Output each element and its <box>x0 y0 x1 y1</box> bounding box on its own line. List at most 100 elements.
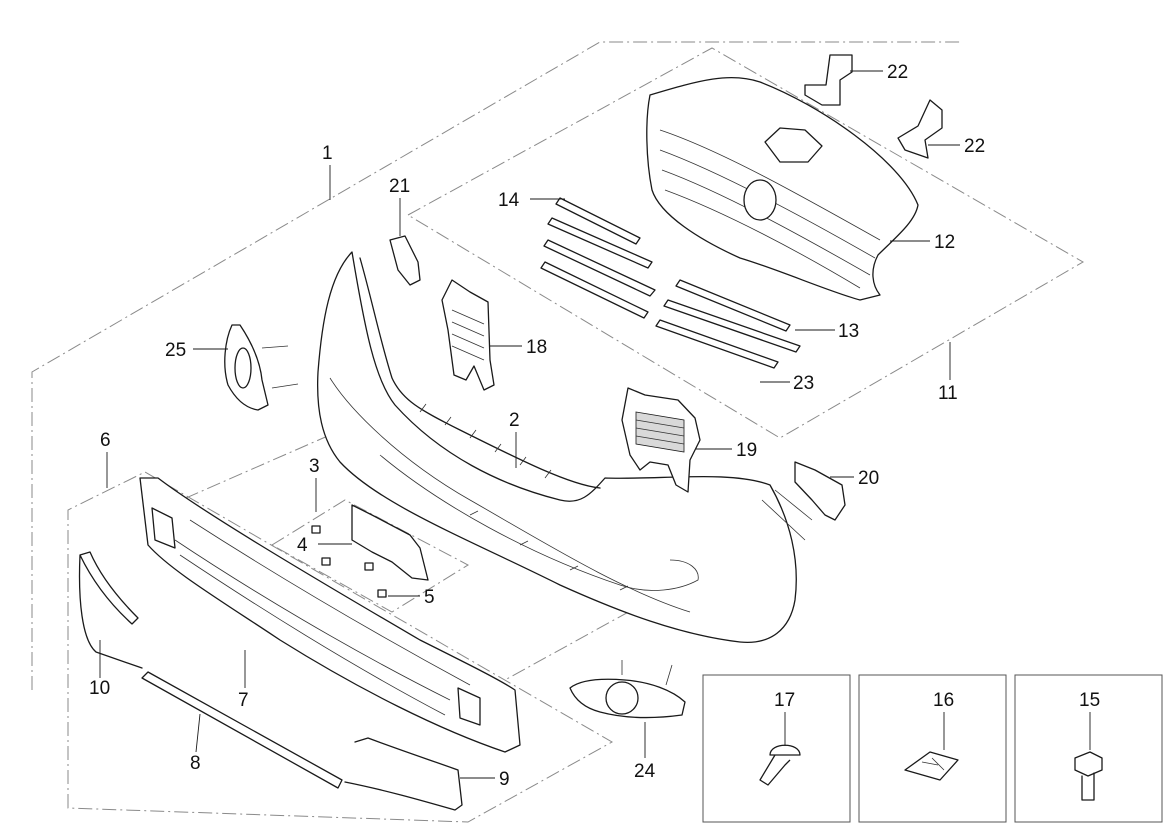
callout-4: 4 <box>297 535 308 556</box>
bracket-19 <box>621 387 701 493</box>
inset-box-16 <box>858 674 1007 823</box>
trim-strip-14-d <box>540 261 649 319</box>
bracket-20 <box>794 461 846 521</box>
lower-grille-outline <box>139 477 521 753</box>
fog-lamp-bezel-25-screws <box>261 345 299 389</box>
side-trim-9 <box>344 737 463 811</box>
group-6-outline <box>67 471 614 823</box>
callout-22b: 22 <box>964 136 985 157</box>
inset-box-15 <box>1014 674 1163 823</box>
bracket-22-right-shape <box>897 99 943 159</box>
lower-grille-side-opening <box>457 687 481 726</box>
side-trim-9-shape <box>344 737 463 811</box>
callout-6: 6 <box>100 430 111 451</box>
callout-22a: 22 <box>887 62 908 83</box>
callout-7: 7 <box>238 690 249 711</box>
callout-14: 14 <box>498 190 520 211</box>
bracket-22-top <box>804 54 853 106</box>
upper-grille-mesh-4 <box>664 189 861 289</box>
bumper-cover-clips <box>419 403 629 591</box>
fog-lamp-bezel-25 <box>224 324 299 411</box>
callout-24: 24 <box>634 761 656 782</box>
side-trim-10 <box>78 551 143 669</box>
callout-20: 20 <box>858 468 879 489</box>
callout-2: 2 <box>509 410 520 431</box>
callout-16: 16 <box>933 690 954 711</box>
callout-13: 13 <box>838 321 859 342</box>
fog-lamp-bezel-25-opening <box>234 347 252 389</box>
trim-strip-14-c <box>543 239 656 297</box>
callout-25: 25 <box>165 340 186 361</box>
clip-4-a <box>311 525 321 534</box>
trim-strip-14-b <box>547 217 653 269</box>
speed-nut-16 <box>904 751 959 781</box>
leader-lines <box>99 70 1091 779</box>
push-rivet-17 <box>759 744 801 786</box>
hardware-insets <box>702 674 1163 823</box>
callout-1: 1 <box>322 143 333 164</box>
upper-grille-mesh-1 <box>659 129 881 241</box>
bumper-cover-lower-recess <box>379 454 699 591</box>
clip-5-b <box>377 589 387 598</box>
lower-grille-mesh-3 <box>189 519 471 686</box>
callout-labels: 1 2 3 4 5 6 7 8 9 10 11 12 13 14 15 16 1… <box>89 62 1100 790</box>
lower-grille-left-opening <box>151 507 176 549</box>
group-1-outline <box>31 41 962 690</box>
fog-lamp-bezel-25-shape <box>224 324 269 411</box>
fog-lamp-bezel-24-opening <box>605 681 639 715</box>
callout-10: 10 <box>89 678 110 699</box>
callout-23: 23 <box>793 373 814 394</box>
trim-strips-13 <box>655 279 801 369</box>
callout-8: 8 <box>190 753 201 774</box>
group-2-link <box>169 434 331 506</box>
bracket-20-shape <box>794 461 846 521</box>
lower-grille-mesh-1 <box>174 539 451 701</box>
trim-strips-14 <box>540 197 656 319</box>
callout-19: 19 <box>736 440 757 461</box>
callout-21: 21 <box>389 176 410 197</box>
speed-nut-16-tab <box>921 757 945 771</box>
group-3-outline <box>271 499 470 613</box>
license-plate-bracket-shape <box>351 504 429 581</box>
bracket-18 <box>441 279 495 391</box>
trim-strip-13-b <box>663 299 801 353</box>
bracket-22-right <box>897 99 943 159</box>
bolt-15-head <box>1074 751 1103 777</box>
bracket-19-slats <box>635 419 685 445</box>
clip-4-b <box>321 557 331 566</box>
chrome-strip-8-shape <box>141 671 343 789</box>
inset-box-17 <box>702 674 851 823</box>
callout-12: 12 <box>934 232 955 253</box>
bracket-21-shape <box>389 235 421 286</box>
fog-lamp-bezel-24-screws <box>621 660 673 686</box>
bumper-cover <box>316 251 813 644</box>
upper-grille-emblem <box>743 179 777 221</box>
bumper-cover-side-flange <box>761 489 813 541</box>
callout-5: 5 <box>424 587 435 608</box>
side-trim-10-shape <box>78 551 143 669</box>
bracket-18-shape <box>441 279 495 391</box>
license-plate-bracket <box>311 504 429 598</box>
group-11-outline <box>406 47 1084 439</box>
chrome-strip-8 <box>141 671 343 789</box>
upper-grille-outline <box>646 76 919 301</box>
leader-8 <box>195 713 201 753</box>
bracket-22-top-shape <box>804 54 853 106</box>
bumper-cover-upper-edge <box>359 257 601 489</box>
callout-18: 18 <box>526 337 547 358</box>
bracket-21 <box>389 235 421 286</box>
callout-17: 17 <box>774 690 795 711</box>
callout-3: 3 <box>309 456 320 477</box>
fog-lamp-bezel-24 <box>569 660 686 719</box>
trim-strip-14-a <box>555 197 641 245</box>
callout-9: 9 <box>499 769 510 790</box>
callout-15: 15 <box>1079 690 1100 711</box>
trim-strip-13-c <box>655 319 779 369</box>
bumper-cover-outline <box>316 251 797 644</box>
lower-grille <box>139 477 521 753</box>
bolt-15-shank <box>1081 772 1095 801</box>
bracket-18-slats <box>451 309 485 361</box>
lower-grille-mesh-2 <box>179 554 446 716</box>
callout-11: 11 <box>938 383 958 404</box>
